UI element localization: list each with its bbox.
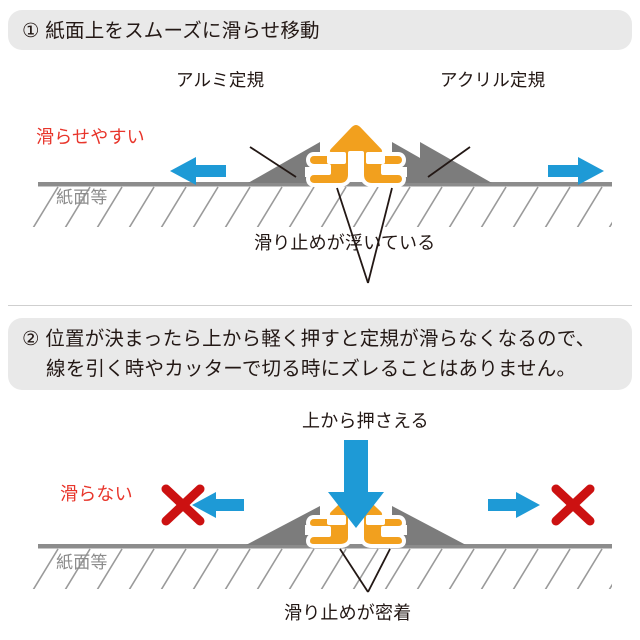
panel-1-header: ① 紙面上をスムーズに滑らせ移動 xyxy=(8,10,632,50)
leader-line-foot-right-2 xyxy=(367,548,391,593)
cross-mark-right-icon xyxy=(551,484,595,526)
orange-grip-profile-raised xyxy=(306,121,406,187)
ground-hatching-2 xyxy=(32,548,612,589)
aluminum-ruler-profile xyxy=(248,142,320,183)
acrylic-ruler-profile-2 xyxy=(392,142,464,183)
acrylic-ruler-profile-pressed xyxy=(392,506,466,545)
label-press-from-above: 上から押さえる xyxy=(302,411,429,431)
arrow-down-icon xyxy=(328,440,384,528)
panel-divider xyxy=(8,305,632,306)
arrow-left-icon xyxy=(170,157,226,185)
arrow-right-icon xyxy=(548,157,604,185)
caption-grip-contact: 滑り止めが密着 xyxy=(284,603,412,623)
panel-2-header: ② 位置が決まったら上から軽く押すと定規が滑らなくなるので、 線を引く時やカッタ… xyxy=(8,318,632,390)
leader-line-foot-left-2 xyxy=(339,548,369,593)
label-no-slide: 滑らない xyxy=(60,484,133,504)
arrow-left-icon-2 xyxy=(192,492,244,518)
leader-line-foot-right xyxy=(367,187,393,284)
leader-line-foot-left xyxy=(336,187,369,284)
panel-2-header-line-1: ② 位置が決まったら上から軽く押すと定規が滑らなくなるので、 xyxy=(22,328,596,350)
panel-1-illustration xyxy=(0,55,640,315)
ground-hatching xyxy=(32,186,612,227)
label-ground-panel-1: 紙面等 xyxy=(56,188,108,207)
leader-line-aluminum xyxy=(249,146,297,178)
panel-2-illustration xyxy=(0,392,640,640)
caption-grip-floating: 滑り止めが浮いている xyxy=(254,233,436,253)
panel-1-header-text: ① 紙面上をスムーズに滑らせ移動 xyxy=(22,20,320,42)
panel-2-header-line-2: 線を引く時やカッターで切る時にズレることはありません。 xyxy=(46,358,577,380)
arrow-right-icon-2 xyxy=(488,492,540,518)
label-acrylic-ruler: アクリル定規 xyxy=(440,70,546,90)
cross-mark-left-icon xyxy=(161,484,205,526)
label-slide-easy: 滑らせやすい xyxy=(36,127,145,147)
leader-line-acrylic xyxy=(427,146,471,178)
label-aluminum-ruler: アルミ定規 xyxy=(176,70,265,90)
aluminum-ruler-profile-pressed xyxy=(246,506,320,545)
label-ground-panel-2: 紙面等 xyxy=(56,553,108,572)
